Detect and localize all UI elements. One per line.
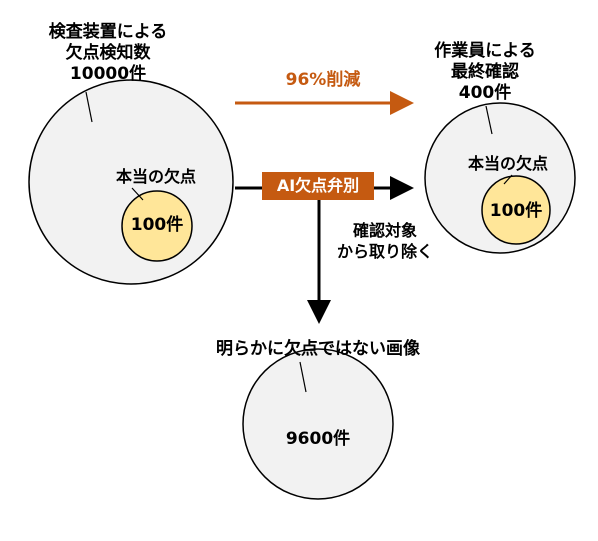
ai-discrimination-badge: AI欠点弁別 (262, 172, 374, 200)
inspection-title-line-2: 欠点検知数 (65, 43, 151, 63)
inspection-count: 10000件 (69, 64, 147, 84)
worker-title-line-2: 最終確認 (451, 62, 519, 82)
inspection-defect-count: 100件 (130, 215, 184, 235)
inspection-defect-label: 本当の欠点 (115, 167, 196, 186)
exclude-label-line-1: 確認対象 (352, 221, 417, 240)
worker-defect-circle (481, 175, 551, 245)
inspection-title-line-1: 検査装置による (48, 22, 168, 42)
inspection-defect-leader-line (131, 187, 144, 201)
reduction-label: 96%削減 (285, 70, 361, 90)
inspection-defect-circle (121, 190, 193, 262)
removed-title: 明らかに欠点ではない画像 (216, 339, 420, 359)
exclude-label: 確認対象 から取り除く (330, 220, 440, 262)
inspection-leader-line (85, 91, 93, 123)
removed-leader-line (299, 361, 307, 393)
worker-title: 作業員による 最終確認 400件 (410, 41, 560, 104)
worker-count: 400件 (458, 83, 512, 103)
worker-leader-line (485, 105, 493, 135)
worker-defect-label: 本当の欠点 (467, 154, 548, 173)
exclude-label-line-2: から取り除く (336, 242, 433, 261)
worker-defect-leader-line (503, 174, 513, 185)
removed-count: 9600件 (285, 429, 351, 449)
removed-circle (242, 348, 394, 500)
worker-defect-count: 100件 (489, 201, 543, 221)
worker-title-line-1: 作業員による (434, 41, 536, 61)
inspection-title: 検査装置による 欠点検知数 10000件 (22, 22, 194, 85)
